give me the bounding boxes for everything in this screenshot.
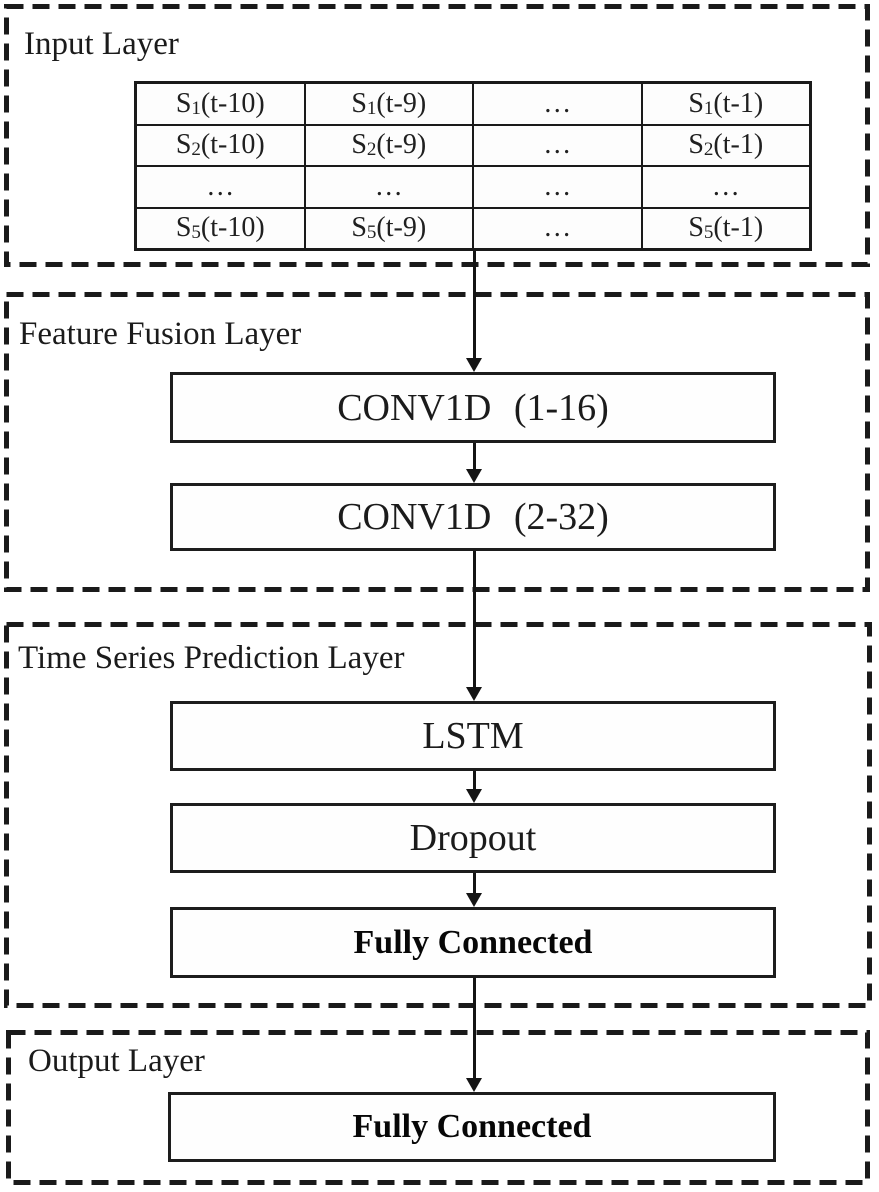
fusion-layer-title: Feature Fusion Layer [19, 316, 302, 352]
matrix-cell: … [304, 166, 473, 208]
matrix-cell: … [473, 207, 642, 249]
arrow-shaft [472, 251, 476, 359]
arrow-head [466, 687, 482, 701]
output-layer-frame [6, 1030, 870, 1185]
conv1d-2-32-label: CONV1D (2-32) [337, 496, 609, 538]
flow-arrow-fc-to-output-fc [466, 978, 482, 1092]
output-layer-title: Output Layer [28, 1043, 205, 1079]
arrow-shaft [472, 873, 476, 894]
matrix-cell: … [473, 83, 642, 125]
arrow-shaft [472, 978, 476, 1079]
arrow-head [466, 1078, 482, 1092]
lstm-block: LSTM [170, 701, 776, 771]
conv1d-1-16-block: CONV1D (1-16) [170, 372, 776, 443]
arrow-head [466, 358, 482, 372]
arrow-shaft [472, 443, 476, 470]
arrow-shaft [472, 551, 476, 688]
matrix-cell: … [473, 124, 642, 166]
arrow-head [466, 469, 482, 483]
fully-connected-block: Fully Connected [170, 907, 776, 978]
timeseries-layer-title: Time Series Prediction Layer [18, 640, 405, 676]
flow-arrow-conv1-to-conv2 [466, 443, 482, 483]
matrix-cell: … [136, 166, 305, 208]
conv1d-1-16-label: CONV1D (1-16) [337, 386, 609, 429]
dropout-block: Dropout [170, 803, 776, 873]
arrow-head [466, 789, 482, 803]
conv1d-2-32-block: CONV1D (2-32) [170, 483, 776, 551]
flow-arrow-input-to-conv1 [466, 251, 482, 372]
arrow-head [466, 893, 482, 907]
fusion-layer-frame [4, 292, 870, 592]
flow-arrow-conv2-to-lstm [466, 551, 482, 701]
output-fully-connected-label: Fully Connected [352, 1108, 592, 1145]
matrix-cell: … [473, 166, 642, 208]
dropout-label: Dropout [409, 817, 537, 859]
arrow-shaft [472, 771, 476, 790]
fully-connected-label: Fully Connected [353, 923, 593, 961]
timeseries-layer-frame [4, 622, 872, 1008]
input-layer-title: Input Layer [24, 26, 179, 62]
output-fully-connected-block: Fully Connected [168, 1092, 776, 1162]
input-layer-frame [4, 4, 870, 267]
lstm-label: LSTM [422, 715, 524, 757]
flow-arrow-dropout-to-fc [466, 873, 482, 907]
matrix-cell: … [641, 166, 810, 208]
flow-arrow-lstm-to-dropout [466, 771, 482, 803]
